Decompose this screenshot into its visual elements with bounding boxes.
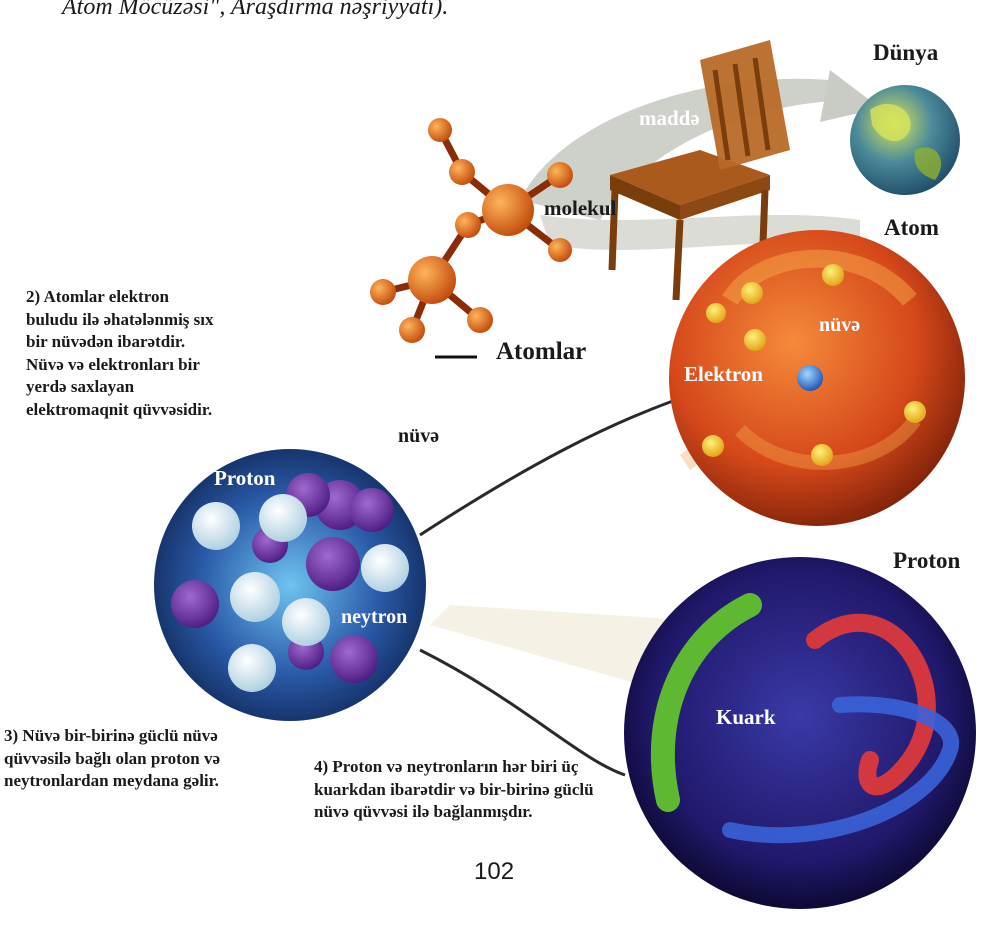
label-proton-big: Proton	[893, 548, 960, 574]
label-atomlar: Atomlar	[496, 338, 586, 366]
label-elektron: Elektron	[684, 362, 763, 387]
label-molekul: molekul	[544, 196, 616, 221]
atom-nucleus-dot	[797, 365, 823, 391]
label-nuve-zoom: nüvə	[398, 425, 439, 448]
label-nuve-atom: nüvə	[819, 314, 860, 337]
earth-globe	[850, 85, 960, 195]
connector-atom-nucleus	[420, 390, 705, 535]
label-madde: maddə	[639, 106, 700, 131]
label-dunya: Dünya	[873, 40, 938, 66]
label-kuark: Kuark	[716, 705, 776, 730]
label-atom: Atom	[884, 215, 939, 241]
paragraph-nucleus: 3) Nüvə bir-birinə güclü nüvə qüvvəsilə …	[4, 725, 264, 793]
caption-text: Atom Möcüzəsi", Araşdırma nəşriyyatı).	[62, 0, 448, 21]
label-neytron: neytron	[341, 606, 407, 629]
paragraph-protons: 4) Proton və neytronların hər biri üç ku…	[314, 756, 599, 824]
paragraph-atoms: 2) Atomlar elektron buludu ilə əhatələnm…	[26, 286, 216, 422]
page-number: 102	[474, 858, 514, 886]
label-proton-small: Proton	[214, 466, 275, 491]
